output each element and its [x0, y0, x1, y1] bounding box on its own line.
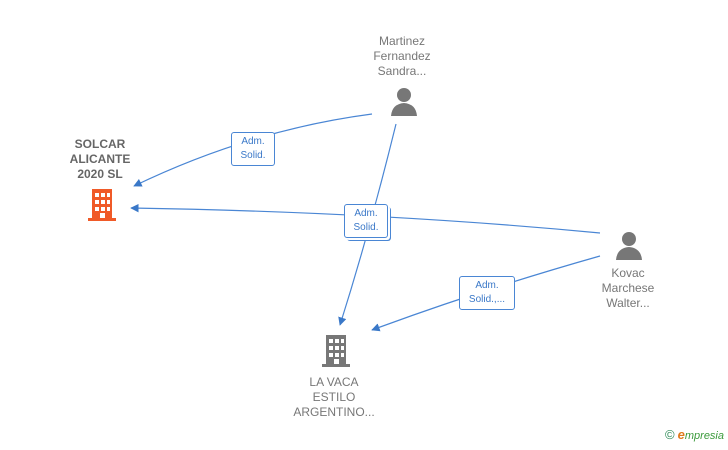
- label-line: SOLCAR: [74, 137, 126, 151]
- label-line: LA VACA: [309, 375, 359, 389]
- label-line: ARGENTINO...: [293, 405, 375, 419]
- edge-label-line: Adm.: [475, 280, 499, 291]
- copyright-symbol: ©: [665, 427, 675, 442]
- label-line: ALICANTE: [69, 152, 131, 166]
- edge-label-line: Solid.: [353, 222, 379, 233]
- edge-label-line: Adm.: [241, 136, 265, 147]
- company-node-label-lavaca[interactable]: LA VACA ESTILO ARGENTINO...: [284, 375, 384, 420]
- company-node-label-solcar[interactable]: SOLCAR ALICANTE 2020 SL: [60, 137, 140, 182]
- building-icon[interactable]: [320, 334, 352, 368]
- edge-label-line: Adm.: [354, 208, 378, 219]
- edge-label-line: Solid.: [240, 150, 266, 161]
- label-line: Fernandez: [373, 49, 431, 63]
- label-line: ESTILO: [312, 390, 356, 404]
- brand-initial: e: [677, 427, 685, 442]
- edge-label-adm-solid-more[interactable]: Adm. Solid.,...: [459, 276, 515, 310]
- person-node-label-kovac[interactable]: Kovac Marchese Walter...: [578, 266, 678, 311]
- label-line: Walter...: [606, 296, 650, 310]
- person-icon[interactable]: [389, 86, 419, 116]
- label-line: Martinez: [378, 34, 425, 48]
- person-icon[interactable]: [614, 230, 644, 260]
- brand-name: mpresia: [684, 430, 724, 442]
- label-line: Marchese: [601, 281, 655, 295]
- edge-label-line: Solid.,...: [468, 294, 506, 305]
- person-node-label-martinez[interactable]: Martinez Fernandez Sandra...: [352, 34, 452, 79]
- building-icon[interactable]: [86, 188, 118, 222]
- label-line: 2020 SL: [77, 167, 123, 181]
- edge-label-adm-solid-multiple[interactable]: Adm. Solid.: [344, 204, 388, 238]
- label-line: Kovac: [611, 266, 645, 280]
- label-line: Sandra...: [377, 64, 427, 78]
- brand-watermark: ©empresia: [665, 427, 724, 442]
- edge-label-adm-solid[interactable]: Adm. Solid.: [231, 132, 275, 166]
